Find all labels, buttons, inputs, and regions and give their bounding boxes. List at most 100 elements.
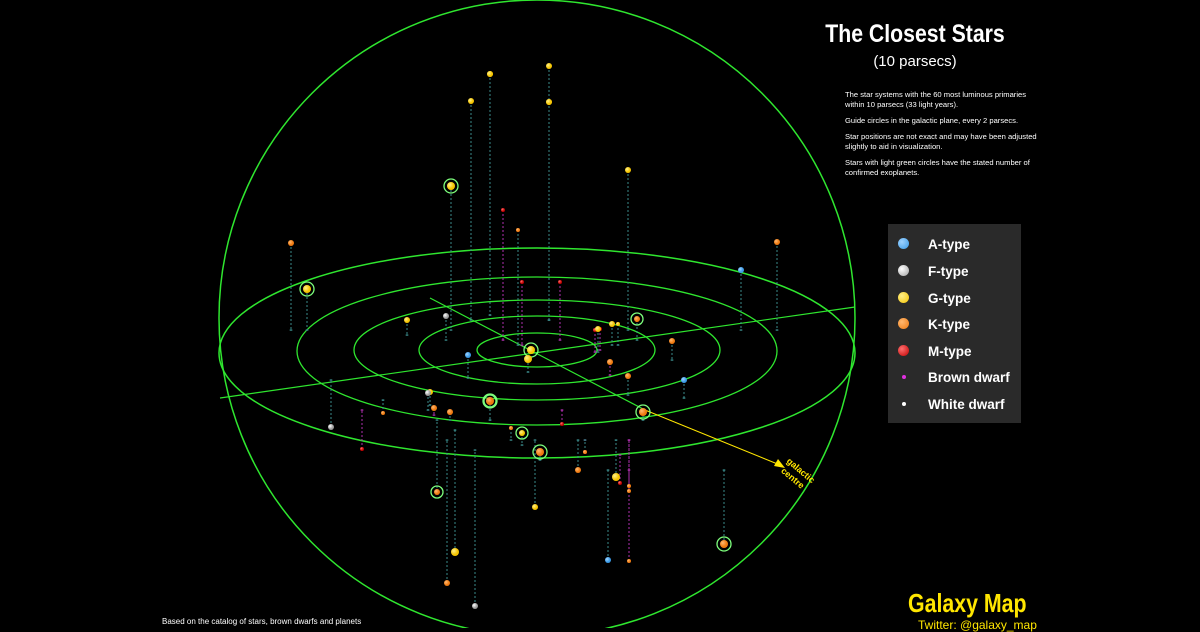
outer-sphere xyxy=(218,0,856,628)
star-marker: Gl 570 xyxy=(583,450,587,454)
galactic-guides: galactic centre xyxy=(218,0,856,628)
star-stem-base xyxy=(558,339,562,341)
star-marker: Vega xyxy=(738,267,744,273)
star-marker: β Com xyxy=(546,63,552,69)
star-stem-base xyxy=(381,399,385,401)
star-marker: HD 16160 xyxy=(509,426,513,430)
star-stem-base xyxy=(453,429,457,431)
credit-text: Based on the catalog of stars, brown dwa… xyxy=(162,617,362,626)
star-stem-base xyxy=(739,329,743,331)
star-stem-base xyxy=(516,344,520,346)
star-marker: HD 192310 xyxy=(720,540,728,548)
star-marker: HD 156384 xyxy=(639,408,647,416)
star-marker: Ran xyxy=(487,398,493,404)
star-marker: 36 Oph xyxy=(625,373,631,379)
galactic-centre-arrow-head xyxy=(774,459,785,468)
note: The star systems with the 60 most lumino… xyxy=(845,90,1027,109)
star-stem-base xyxy=(627,439,631,441)
star-stem-base xyxy=(428,404,432,406)
page-title: The Closest Stars xyxy=(825,20,1005,48)
legend: A-type F-type G-type K-type M-type Brown… xyxy=(888,224,1021,423)
note: Guide circles in the galactic plane, eve… xyxy=(845,116,1019,125)
k-type-dot-icon xyxy=(898,318,909,329)
star-stem-base xyxy=(305,329,309,331)
star-marker: HD 219134 xyxy=(634,316,640,322)
star-marker: o2 Eri xyxy=(434,489,440,495)
note: Stars with light green circles have the … xyxy=(845,158,1030,177)
star-marker: HD 191408 xyxy=(627,489,631,493)
note: Star positions are not exact and may hav… xyxy=(845,132,1037,151)
star-stem-base xyxy=(289,329,293,331)
star-stem-base xyxy=(449,329,453,331)
legend-label: M-type xyxy=(928,343,972,359)
m-type-dot-icon xyxy=(898,345,909,356)
star-marker: Chara xyxy=(546,99,552,105)
star-stem-base xyxy=(547,319,551,321)
star-stem-base xyxy=(606,469,610,471)
stars: Sunα CenSiriusProcyonAltairVegaFomalhaut… xyxy=(288,63,780,609)
star-stem-base xyxy=(469,319,473,321)
star-stem-base xyxy=(526,371,530,373)
star-stem-base xyxy=(360,409,364,411)
star-stem-base xyxy=(426,409,430,411)
page-subtitle: (10 parsecs) xyxy=(873,53,957,70)
exoplanet-ring xyxy=(443,178,459,194)
star-stem-base xyxy=(405,334,409,336)
exoplanet-ring xyxy=(630,312,644,326)
star-stem-base xyxy=(473,449,477,451)
guide-circle-4pc xyxy=(418,315,656,385)
star-marker: Procyon xyxy=(443,313,449,319)
star-marker: 61 UMa xyxy=(487,71,493,77)
star-marker: HD 151288 xyxy=(774,239,780,245)
exoplanet-ring xyxy=(430,485,444,499)
brand-logo: Galaxy Map xyxy=(908,588,1027,618)
star-stem-base xyxy=(614,439,618,441)
guide-circle-2pc xyxy=(476,332,598,368)
star-stem-base xyxy=(576,439,580,441)
star-stem-base xyxy=(329,379,333,381)
star-stem-base xyxy=(670,359,674,361)
star-marker: Ross 128 xyxy=(560,422,564,426)
star-marker: Wolf 359 xyxy=(520,280,524,284)
star-marker: Sun xyxy=(527,346,535,354)
star-marker: Tabit xyxy=(425,390,431,396)
exoplanet-ring xyxy=(299,281,315,297)
star-stems xyxy=(289,66,779,606)
star-marker: Fomalhaut xyxy=(605,557,611,563)
exoplanet-ring xyxy=(532,444,548,460)
exoplanet-ring xyxy=(515,426,529,440)
galactic-centre-arrow-line xyxy=(644,409,781,466)
star-marker: 61 Vir xyxy=(447,182,455,190)
legend-label: Brown dwarf xyxy=(928,369,1010,385)
star-marker: HD 100623 xyxy=(288,240,294,246)
star-marker: η Cas xyxy=(609,321,615,327)
exoplanet-ring xyxy=(635,404,651,420)
star-marker: ξ Boo xyxy=(625,167,631,173)
star-marker: Kaid xyxy=(447,409,453,415)
star-marker: Lalande 21185 xyxy=(501,208,505,212)
star-marker: 70 Oph xyxy=(669,338,675,344)
legend-label: White dwarf xyxy=(928,396,1005,412)
star-marker: γ Lep xyxy=(328,424,334,430)
star-stem-base xyxy=(593,351,597,353)
legend-label: F-type xyxy=(928,263,969,279)
star-stem-base xyxy=(445,439,449,441)
star-marker: Luyten's Star xyxy=(558,280,562,284)
star-stem-base xyxy=(533,439,537,441)
g-type-dot-icon xyxy=(898,292,909,303)
a-type-dot-icon xyxy=(898,238,909,249)
exoplanet-ring xyxy=(483,394,497,408)
exoplanet-ring xyxy=(482,393,498,409)
star-marker: α Cen xyxy=(524,355,532,363)
star-marker: Lacaille 9352 xyxy=(618,481,622,485)
star-marker: Achird xyxy=(595,326,601,332)
guide-circle-8pc xyxy=(296,276,778,426)
star-stem-base xyxy=(608,374,612,376)
star-marker: δ Pav xyxy=(532,504,538,510)
star-stem-base xyxy=(598,349,602,351)
star-marker: χ1 Ori xyxy=(404,317,410,323)
star-marker: Sirius xyxy=(465,352,471,358)
star-stem-base xyxy=(560,409,564,411)
twitter-handle: Twitter: @galaxy_map xyxy=(918,618,1037,632)
star-stem-base xyxy=(610,344,614,346)
